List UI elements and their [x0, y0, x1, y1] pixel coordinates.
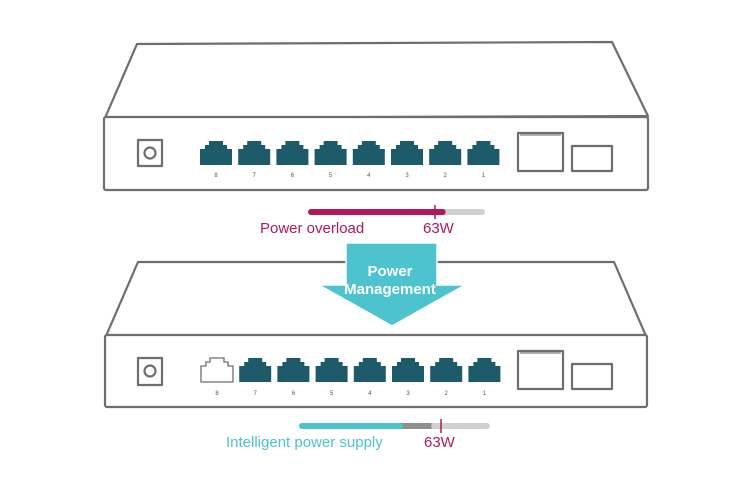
top-power-bar: [308, 205, 485, 219]
port-4: [353, 358, 386, 382]
port-number-label: 4: [367, 173, 371, 179]
port-5: [315, 358, 348, 382]
power-overload-caption: Power overload: [260, 220, 365, 237]
port-number-label: 4: [368, 391, 372, 397]
sfp-slot: [570, 144, 614, 173]
sfp-slot: [570, 362, 614, 391]
port-5: [314, 141, 347, 165]
bottom-power-bar: [299, 419, 490, 433]
port-number-label: 3: [406, 391, 410, 397]
port-number-label: 6: [291, 173, 295, 179]
port-3: [391, 141, 423, 165]
port-number-label: 5: [330, 391, 334, 397]
port-4: [352, 141, 385, 165]
port-3: [392, 358, 424, 382]
top-switch: [102, 40, 650, 192]
port-number-label: 8: [214, 173, 218, 179]
port-number-label: 8: [215, 391, 219, 397]
port-8: [200, 141, 232, 165]
port-number-label: 2: [445, 391, 449, 397]
port-number-label: 5: [329, 173, 333, 179]
sfp-slot: [516, 349, 565, 391]
port-6: [277, 358, 310, 382]
port-7: [238, 141, 271, 165]
sfp-slot: [516, 131, 565, 173]
port-number-label: 7: [254, 391, 258, 397]
down-arrow-icon: [316, 242, 468, 327]
port-number-label: 2: [444, 173, 448, 179]
bottom-port-group: 8 7 6 5 4 3 2 1: [200, 357, 501, 397]
port-number-label: 7: [253, 173, 257, 179]
arrow-label-line1: Power: [367, 263, 413, 280]
port-2: [429, 141, 462, 165]
port-1: [468, 358, 501, 382]
port-7: [239, 358, 272, 382]
port-number-label: 3: [405, 173, 409, 179]
port-6: [276, 141, 309, 165]
power-jack-icon: [136, 356, 164, 387]
port-number-label: 1: [483, 391, 487, 397]
port-disabled-8: [200, 357, 234, 383]
power-jack-icon: [136, 138, 164, 168]
top-port-group: 8 7 6 5 4 3 2 1: [200, 141, 500, 179]
port-number-label: 6: [292, 391, 296, 397]
bottom-watt-label: 63W: [424, 434, 455, 451]
intelligent-power-caption: Intelligent power supply: [226, 434, 383, 451]
port-number-label: 1: [482, 173, 486, 179]
port-2: [430, 358, 463, 382]
arrow-label-line2: Management: [344, 281, 436, 298]
top-watt-label: 63W: [423, 220, 454, 237]
arrow-label: Power Management: [336, 263, 444, 299]
port-1: [467, 141, 500, 165]
